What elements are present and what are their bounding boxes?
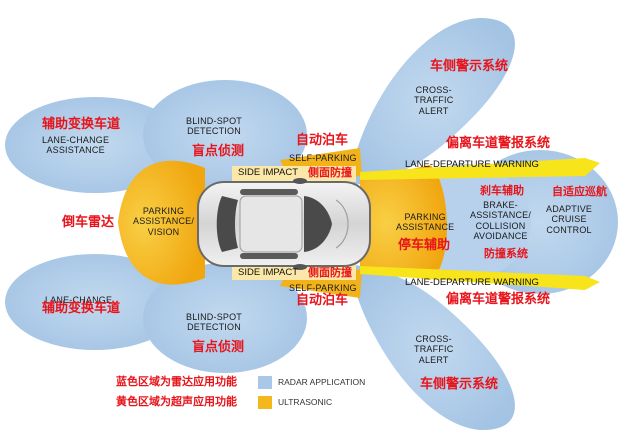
zone-rear-parking [118,160,205,285]
label-blind-spot-bottom-cn: 盲点侦测 [192,340,245,355]
label-cross-traffic-bottom-en: CROSS- TRAFFIC ALERT [414,334,454,365]
label-lane-change-top-en: LANE-CHANGE ASSISTANCE [42,135,110,156]
legend-swatch-radar [258,376,272,389]
label-blind-spot-top-en: BLIND-SPOT DETECTION [186,116,243,137]
label-brake-assist-cn: 刹车辅助 [480,184,524,197]
label-cross-traffic-top-cn: 车侧警示系统 [430,59,509,74]
band-lane-departure-top [360,158,600,180]
car [197,178,371,270]
zone-front-parking [360,165,447,280]
label-self-parking-bottom-en: SELF-PARKING [289,283,357,293]
zone-side-impact-top [232,166,356,182]
legend-swatch-ultrasonic [258,396,272,409]
label-self-parking-top-en: SELF-PARKING [289,153,357,163]
label-parking-vision-en: PARKING ASSISTANCE/ VISION [133,206,195,237]
label-blind-spot-bottom-en: BLIND-SPOT DETECTION [186,312,243,333]
label-lane-departure-bottom-en: LANE-DEPARTURE WARNING [405,277,539,288]
ultrasonic-zones [118,148,447,298]
label-lane-change-top-cn: 辅助变换车道 [42,117,121,132]
zone-cross-traffic-bottom [350,265,515,431]
label-side-impact-top-cn: 侧面防撞 [308,166,352,179]
label-side-impact-top-en: SIDE IMPACT [238,167,298,178]
label-cross-traffic-bottom-cn: 车侧警示系统 [420,377,499,392]
label-collision-cn: 防撞系统 [484,247,528,260]
radar-zones [5,18,618,431]
label-self-parking-top-cn: 自动泊车 [296,133,349,148]
legend-radar-en: RADAR APPLICATION [278,377,366,387]
zone-lane-change-top [5,97,185,193]
label-self-parking-bottom-cn: 自动泊车 [296,293,349,308]
legend-radar-cn: 蓝色区域为雷达应用功能 [116,375,237,388]
band-lane-departure-bottom [360,266,600,290]
label-lane-departure-top-en: LANE-DEPARTURE WARNING [405,159,539,170]
label-blind-spot-top-cn: 盲点侦测 [192,144,245,159]
zone-side-impact-bottom [232,264,356,280]
zone-lane-change-bottom [5,254,185,350]
label-lane-departure-bottom-cn: 偏离车道警报系统 [446,292,551,307]
zone-blind-spot-bottom [143,263,307,373]
label-lane-change-bottom-cn: 辅助变换车道 [42,301,121,316]
label-parking-assist-cn: 停车辅助 [398,238,451,253]
lane-departure-bands [360,158,600,290]
label-acc-en: ADAPTIVE CRUISE CONTROL [546,204,593,235]
label-lane-departure-top-cn: 偏离车道警报系统 [446,136,551,151]
label-lane-change-bottom-en: LANE-CHANGE [45,295,113,305]
legend-ultrasonic-en: ULTRASONIC [278,397,333,407]
label-acc-cn: 自适应巡航 [552,185,607,198]
zone-cross-traffic-top [350,18,515,185]
label-parking-assist-en: PARKING ASSISTANCE [396,212,455,233]
label-rear-radar-cn: 倒车雷达 [62,215,115,230]
label-side-impact-bottom-cn: 侧面防撞 [308,266,352,279]
label-brake-assist-en: BRAKE- ASSISTANCE/ COLLISION AVOIDANCE [470,200,532,242]
legend-ultrasonic-cn: 黄色区域为超声应用功能 [116,395,237,408]
label-cross-traffic-top-en: CROSS- TRAFFIC ALERT [414,85,454,116]
label-side-impact-bottom-en: SIDE IMPACT [238,267,298,278]
